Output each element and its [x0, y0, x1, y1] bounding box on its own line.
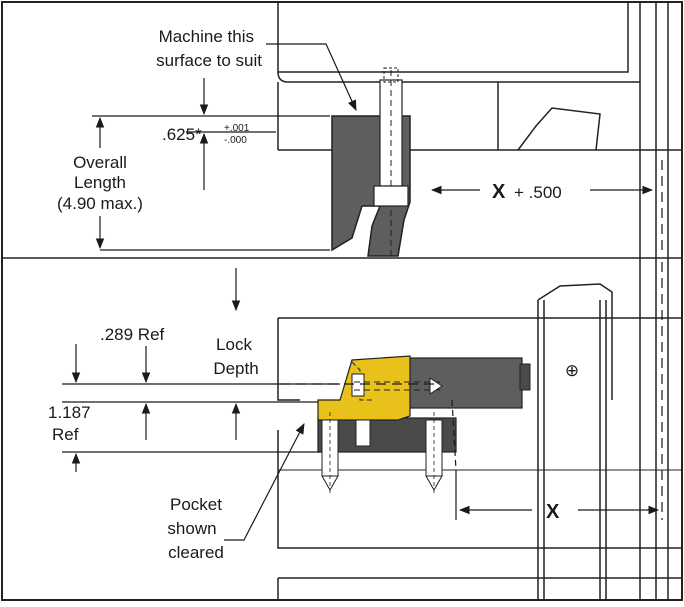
tol-plus-label: +.001: [224, 123, 250, 134]
pocket-label-1: Pocket: [170, 495, 222, 514]
pocket-label-3: cleared: [168, 543, 224, 562]
machine-surface-label-1: Machine this: [159, 27, 254, 46]
machine-surface-label-2: surface to suit: [156, 51, 262, 70]
pocket-label-2: shown: [167, 519, 216, 538]
x-plus-value-label: + .500: [514, 183, 562, 202]
ref-1187-label-2: Ref: [52, 425, 79, 444]
lock-depth-label-2: Depth: [213, 359, 258, 378]
overall-length-label-3: (4.90 max.): [57, 194, 143, 213]
top-bolt-head: [373, 185, 409, 207]
yellow-lock: [317, 355, 411, 421]
bottom-structure: [277, 258, 682, 600]
top-insert-block: [331, 67, 411, 258]
tol-minus-label: -.000: [224, 135, 247, 146]
x-dimension-label: X: [546, 501, 560, 523]
target-symbol-icon: ⊕: [565, 361, 579, 380]
top-dimensions: [92, 43, 663, 252]
lock-screw: [354, 377, 443, 395]
overall-length-label-1: Overall: [73, 153, 127, 172]
overall-length-label-2: Length: [74, 173, 126, 192]
dim-625-label: .625*: [162, 125, 202, 144]
x-plus-x-label: X: [492, 181, 506, 203]
lock-depth-label-1: Lock: [216, 335, 252, 354]
ref-1187-label-1: 1.187: [48, 403, 91, 422]
bottom-bolts: [321, 412, 443, 494]
bottom-dimensions: [62, 262, 663, 541]
ref-289-label: .289 Ref: [100, 325, 165, 344]
